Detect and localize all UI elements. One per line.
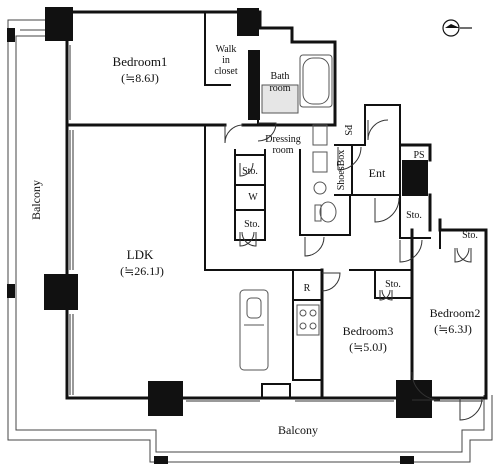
- bedroom3-area: (≒5.0J): [349, 340, 387, 354]
- entrance-label: Ent: [369, 166, 386, 180]
- dressing-label-1: Dressing: [265, 134, 301, 145]
- balcony-left-label: Balcony: [29, 180, 43, 220]
- bath-label-2: room: [269, 83, 290, 94]
- bedroom1-name: Bedroom1: [113, 54, 168, 69]
- ps-right-label: PS: [413, 150, 424, 161]
- storage-hall-label: Sto.: [406, 210, 422, 221]
- balcony-bottom-label: Balcony: [278, 423, 318, 437]
- walk-in-closet-label-1: Walk: [216, 44, 237, 55]
- ps-upper-label: PS: [342, 124, 353, 135]
- bedroom1-area: (≒8.6J): [121, 71, 159, 85]
- storage-far-right-label: Sto.: [462, 230, 478, 241]
- storage-left-label: Sto.: [244, 219, 260, 230]
- bedroom3-name: Bedroom3: [343, 324, 394, 338]
- doors: [224, 119, 483, 421]
- storage-top-label: Sto.: [242, 166, 258, 177]
- shoes-box-label: ShoesBox: [336, 150, 347, 191]
- bedroom2-area: (≒6.3J): [434, 322, 472, 336]
- washer-label: W: [248, 192, 258, 203]
- ldk-area: (≒26.1J): [120, 264, 164, 278]
- walk-in-closet-label-3: closet: [214, 66, 238, 77]
- storage-bed3-label: Sto.: [385, 279, 401, 290]
- dressing-label-2: room: [272, 145, 293, 156]
- room-labels: Bedroom1 (≒8.6J) Walk in closet Bath roo…: [29, 44, 480, 437]
- dressing-fixtures: [312, 124, 337, 223]
- walls: [58, 10, 488, 400]
- north-arrow-icon: [442, 19, 472, 37]
- refrigerator-label: R: [304, 283, 311, 294]
- bathtub: [261, 54, 333, 114]
- windows: [69, 45, 483, 402]
- bedroom2-name: Bedroom2: [430, 306, 481, 320]
- bath-label-1: Bath: [271, 71, 290, 82]
- kitchen-island: [239, 289, 320, 371]
- walk-in-closet-label-2: in: [222, 55, 230, 66]
- ldk-name: LDK: [127, 247, 154, 262]
